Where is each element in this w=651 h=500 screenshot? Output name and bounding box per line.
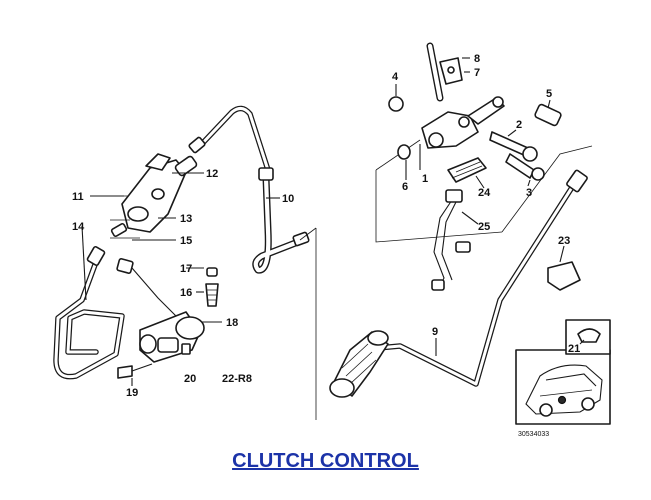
pedal-assembly bbox=[375, 42, 593, 387]
caption-title: CLUTCH CONTROL bbox=[0, 450, 651, 473]
pipe-upper bbox=[195, 105, 271, 173]
master-cylinder bbox=[110, 136, 206, 238]
thumbnail-code: 30534033 bbox=[518, 431, 549, 438]
leader-lines bbox=[81, 57, 585, 386]
part-labels: 1 2 3 4 5 6 7 8 9 10 11 12 13 14 15 16 1… bbox=[72, 53, 580, 438]
label-21: 21 bbox=[568, 343, 580, 355]
label-15: 15 bbox=[180, 235, 192, 247]
label-10: 10 bbox=[282, 193, 294, 205]
hose-10 bbox=[252, 167, 310, 274]
label-25: 25 bbox=[478, 221, 490, 233]
label-20: 20 bbox=[184, 373, 196, 385]
car-location-thumbnail bbox=[515, 319, 611, 425]
label-2: 2 bbox=[516, 119, 522, 131]
label-12: 12 bbox=[206, 168, 218, 180]
pedal-boot bbox=[329, 330, 389, 398]
label-7: 7 bbox=[474, 67, 480, 79]
label-11: 11 bbox=[72, 191, 84, 203]
center-panel bbox=[299, 227, 317, 420]
label-17: 17 bbox=[180, 263, 192, 275]
label-18: 18 bbox=[226, 317, 238, 329]
label-14: 14 bbox=[72, 221, 85, 233]
label-8: 8 bbox=[474, 53, 480, 65]
label-24: 24 bbox=[478, 187, 491, 199]
label-19: 19 bbox=[126, 387, 138, 399]
label-9: 9 bbox=[432, 326, 438, 338]
label-5: 5 bbox=[546, 88, 552, 100]
label-23: 23 bbox=[558, 235, 570, 247]
clutch-control-diagram: 1 2 3 4 5 6 7 8 9 10 11 12 13 14 15 16 1… bbox=[53, 42, 611, 438]
label-6: 6 bbox=[402, 181, 408, 193]
clutch-control-link[interactable]: CLUTCH CONTROL bbox=[232, 450, 419, 472]
pipe-14 bbox=[53, 246, 125, 380]
label-3: 3 bbox=[526, 187, 532, 199]
label-1: 1 bbox=[422, 173, 428, 185]
label-16: 16 bbox=[180, 287, 192, 299]
label-4: 4 bbox=[392, 71, 399, 83]
label-13: 13 bbox=[180, 213, 192, 225]
reference-code: 22-R8 bbox=[222, 373, 252, 385]
